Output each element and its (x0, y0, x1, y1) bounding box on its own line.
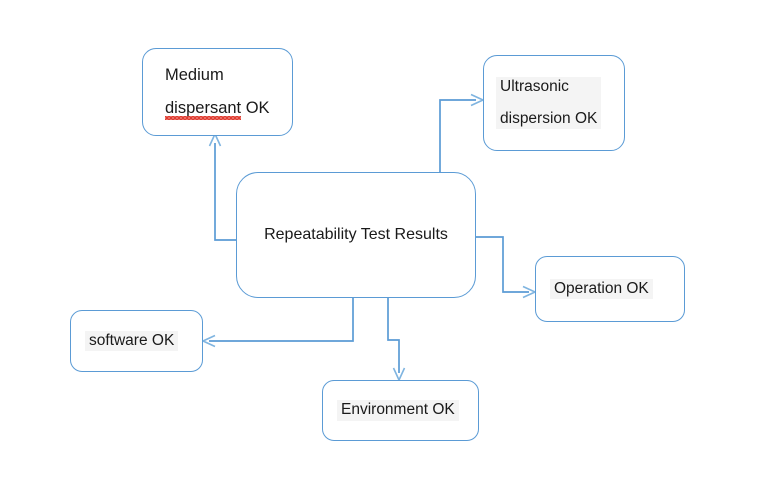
node-center-text: Repeatability Test Results (260, 225, 452, 246)
node-medium-line2: dispersant OK (165, 99, 270, 117)
node-ultrasonic-line2: dispersion OK (500, 110, 598, 127)
node-environment-text: Environment OK (337, 400, 459, 421)
node-software-text: software OK (85, 330, 179, 352)
node-environment[interactable]: Environment OK (322, 380, 479, 441)
node-environment-label: Environment OK (341, 401, 455, 419)
node-operation[interactable]: Operation OK (535, 256, 685, 322)
node-software-label: software OK (89, 331, 175, 349)
node-medium-line2-rest: OK (241, 99, 270, 117)
node-ultrasonic-dispersion[interactable]: Ultrasonic dispersion OK (483, 55, 625, 151)
node-operation-label: Operation OK (554, 279, 649, 297)
node-software[interactable]: software OK (70, 310, 203, 372)
node-repeatability-test-results[interactable]: Repeatability Test Results (236, 172, 476, 298)
node-center-label: Repeatability Test Results (264, 225, 448, 243)
node-ultrasonic-line1: Ultrasonic (500, 77, 569, 95)
edge-center-to-environment (387, 298, 406, 381)
edge-center-to-software (202, 298, 354, 348)
edge-center-to-operation (476, 236, 536, 299)
edge-center-to-medium (208, 133, 236, 241)
node-medium-line1: Medium (165, 65, 224, 84)
node-ultrasonic-text: Ultrasonic dispersion OK (496, 76, 602, 130)
edge-center-to-ultrasonic (439, 93, 484, 172)
node-operation-text: Operation OK (550, 278, 653, 300)
node-medium-dispersant[interactable]: Medium dispersant OK (142, 48, 293, 136)
misspelled-word: dispersant (165, 99, 242, 117)
node-medium-text: Medium dispersant OK (161, 65, 274, 120)
